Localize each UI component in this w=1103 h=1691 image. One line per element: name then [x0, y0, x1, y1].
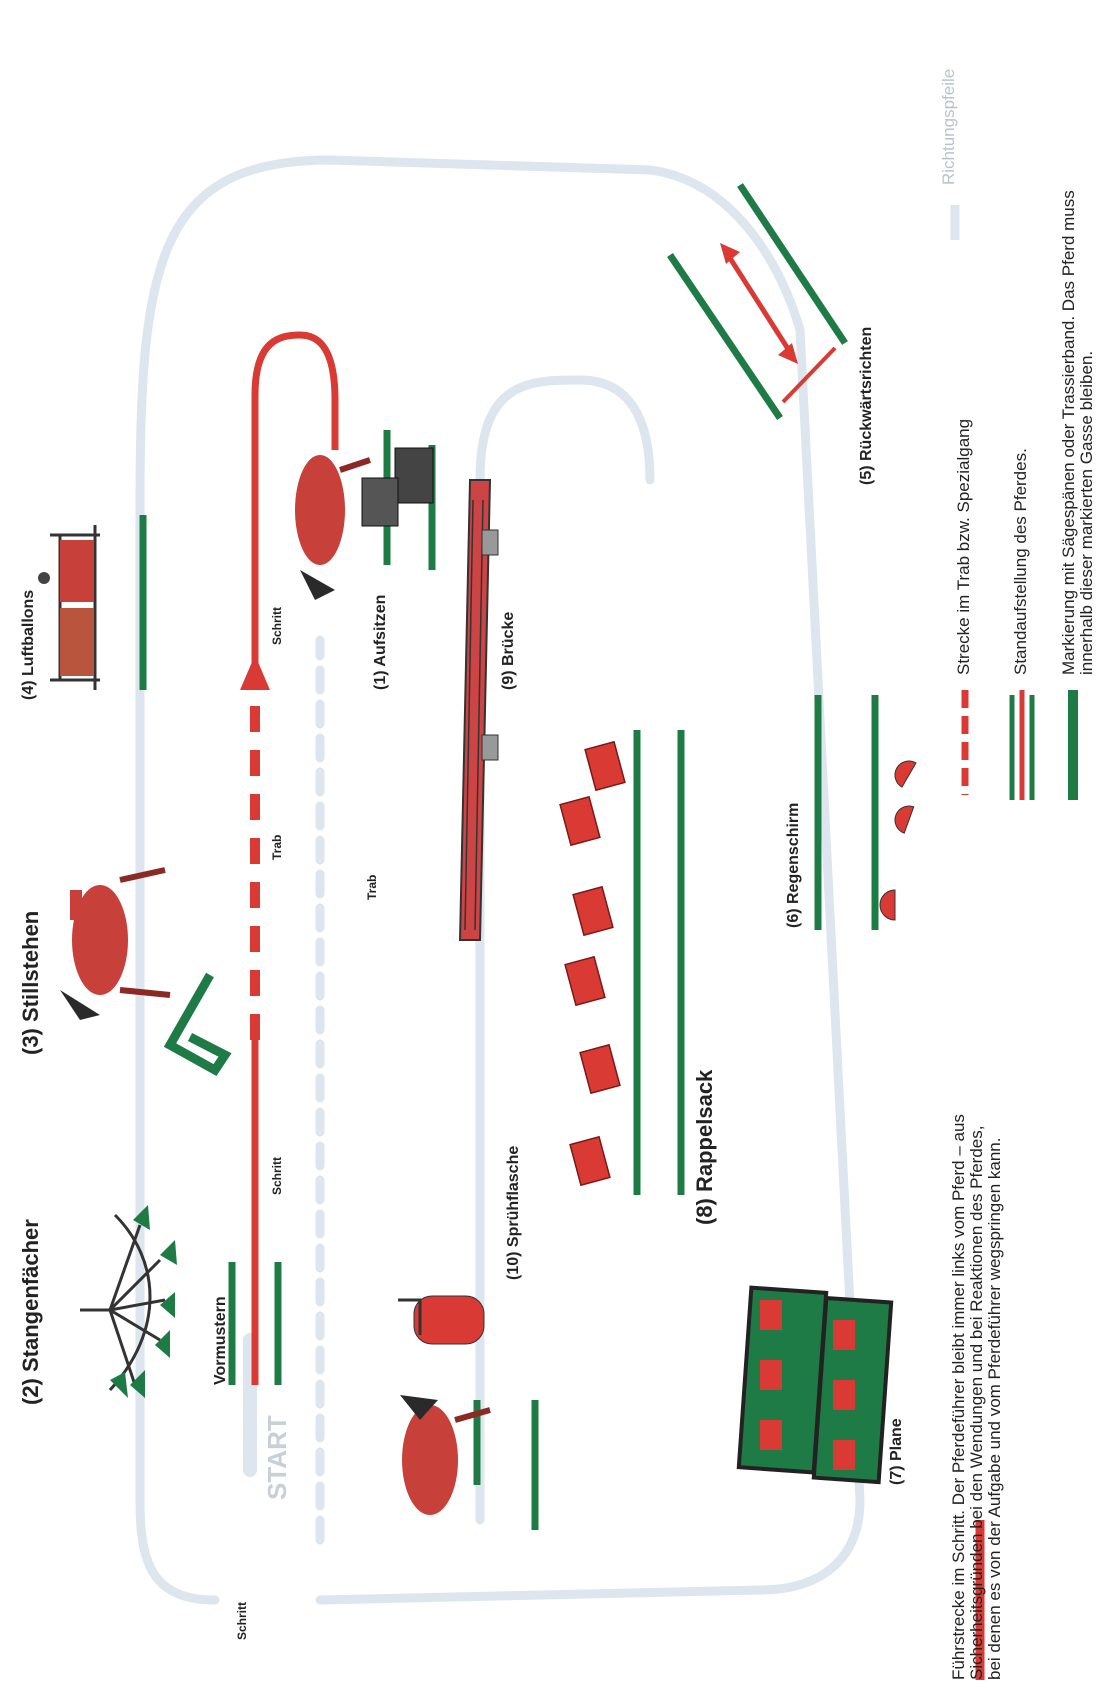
station-label-7: (7) Plane — [888, 1418, 906, 1485]
rattle-bags — [560, 742, 625, 1185]
legend-fuehr-3: bei denen es von der Aufgabe und vom Pfe… — [986, 1138, 1004, 1680]
gait-schritt-1: Schritt — [270, 1157, 284, 1195]
legend-markierung-1: Markierung mit Sägespänen oder Trassierb… — [1060, 190, 1078, 675]
station-label-2: (2) Stangenfächer — [18, 1219, 44, 1405]
mounting-block — [362, 448, 433, 526]
pole-fan — [80, 1215, 165, 1390]
station-label-5: (5) Rückwärtsrichten — [858, 327, 876, 485]
station-label-9: (9) Brücke — [500, 612, 518, 690]
spray-bottle-icon — [398, 1296, 484, 1344]
station-label-1: (1) Aufsitzen — [372, 595, 390, 690]
legend-standaufstellung: Standaufstellung des Pferdes. — [1012, 448, 1030, 675]
station-label-3: (3) Stillstehen — [18, 911, 44, 1055]
station-label-6: (6) Regenschirm — [785, 803, 803, 928]
legend-markierung-2: innerhalb dieser markierten Gasse bleibe… — [1078, 351, 1096, 675]
legend-fuehr-2: Sicherheitsgründen bei den Wendungen und… — [968, 1126, 986, 1680]
vormustern-label: Vormustern — [212, 1296, 230, 1385]
station-label-10: (10) Sprühflasche — [505, 1146, 523, 1280]
balloon-frame — [38, 525, 100, 690]
gait-trab-2: Trab — [365, 875, 379, 900]
gait-schritt-3: Schritt — [235, 1602, 249, 1640]
legend-richtungspfeile: Richtungspfeile — [940, 69, 958, 185]
station-label-8: (8) Rappelsack — [692, 1070, 718, 1225]
start-label: START — [262, 1415, 293, 1500]
station-label-4: (4) Luftballons — [20, 590, 38, 700]
gait-schritt-2: Schritt — [270, 607, 284, 645]
umbrella-icons — [880, 756, 916, 920]
tarp — [739, 1288, 891, 1482]
legend-fuehr-1: Führstrecke im Schritt. Der Pferdeführer… — [950, 1114, 968, 1680]
legend-trab-strecke: Strecke im Trab bzw. Spezialgang — [955, 419, 973, 675]
arrow-icon — [240, 655, 270, 690]
bridge — [460, 480, 498, 940]
gait-trab-1: Trab — [270, 835, 284, 860]
